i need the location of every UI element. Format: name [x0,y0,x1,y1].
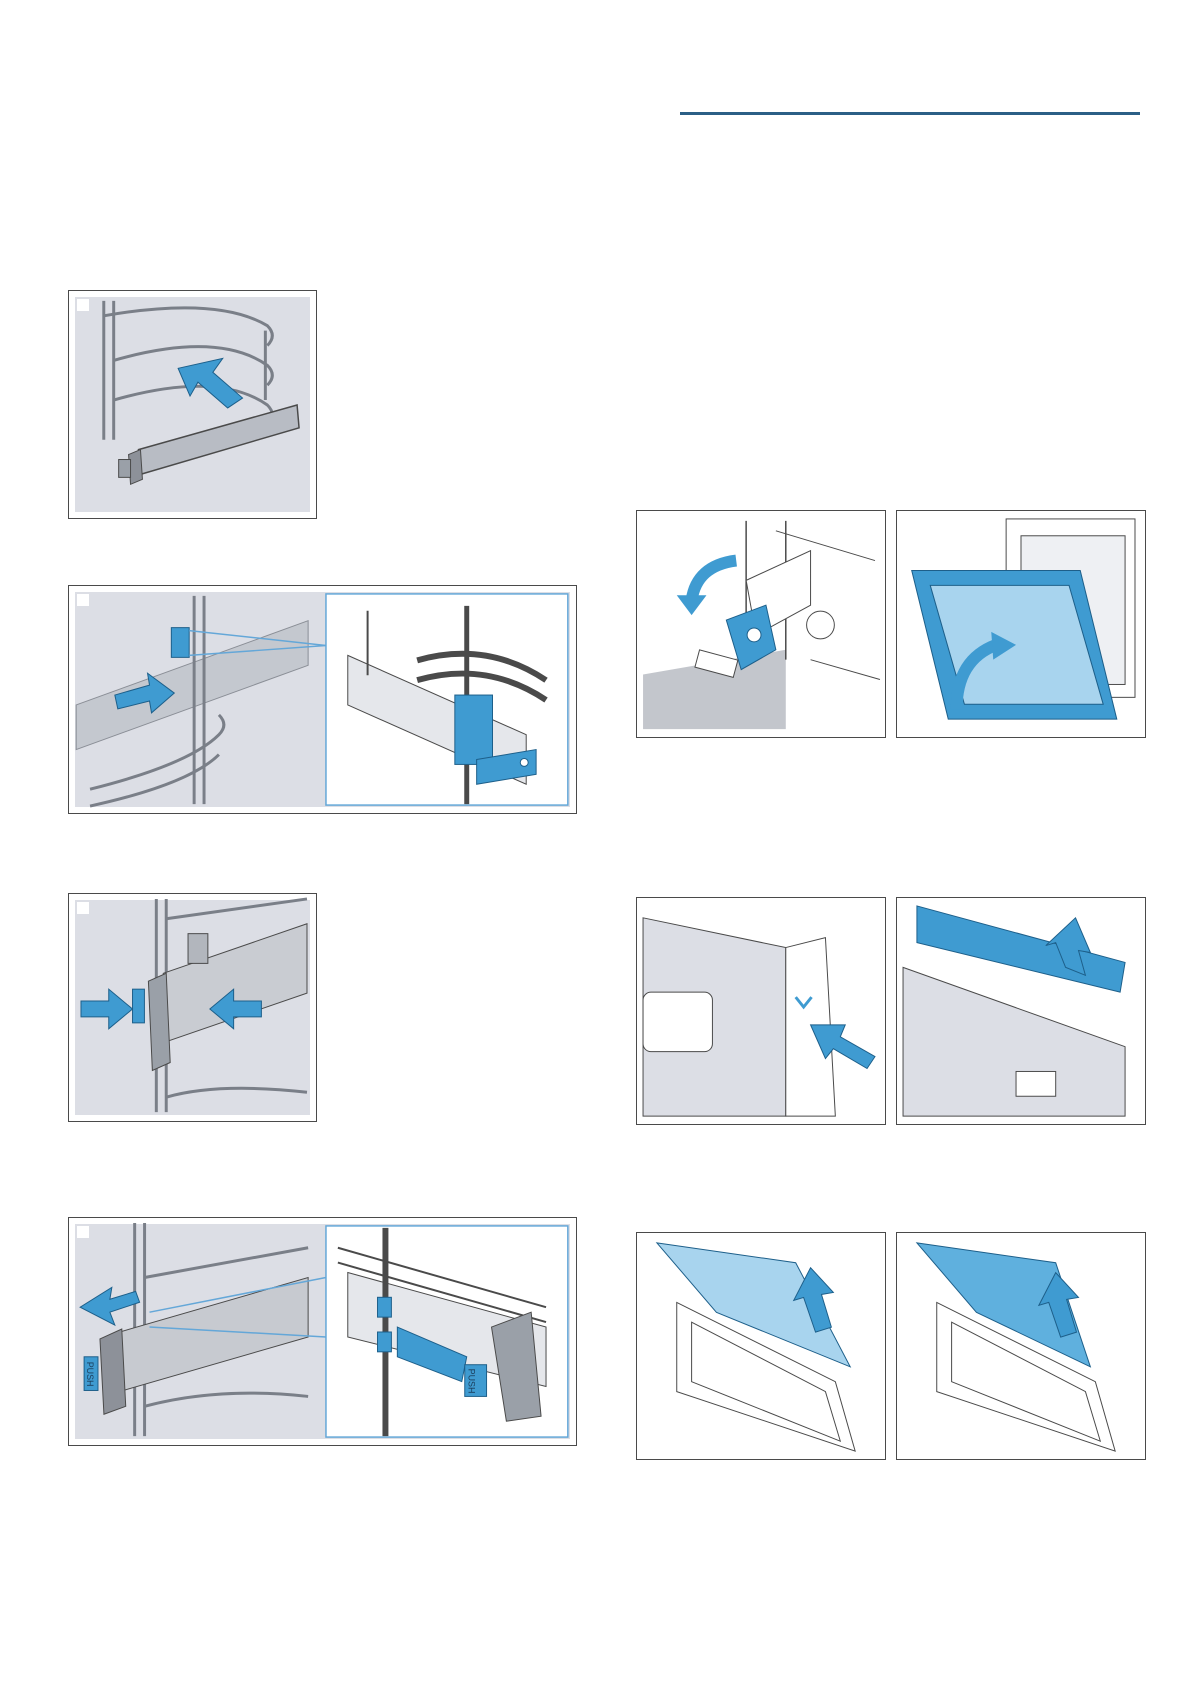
insert-arrow-icon [178,358,242,408]
figure-rail-hook [68,585,577,814]
push-label: PUSH [85,1362,95,1387]
rotate-arrow-icon [677,561,736,616]
pull-left-arrow-icon [80,1287,139,1325]
rail-clip-illustration [69,894,316,1121]
push-left-arrow-icon [81,989,133,1029]
step-marker [77,594,89,606]
step-marker [77,299,89,311]
step-marker [77,1226,89,1238]
figure-rail-clip [68,893,317,1122]
rail-hook-illustration [69,586,576,813]
figure-hinge-lever [636,510,886,738]
step-marker [77,902,89,914]
cover-lift-illustration [897,898,1145,1124]
figure-glass-remove-2 [896,1232,1146,1460]
figure-door-press [636,897,886,1125]
door-fold-illustration [897,511,1145,737]
figure-glass-remove [636,1232,886,1460]
push-label: PUSH [467,1369,477,1394]
header-rule [680,112,1140,115]
door-press-illustration [637,898,885,1124]
figure-rail-release: PUSH PUSH [68,1217,577,1446]
figure-door-fold [896,510,1146,738]
glass-remove-2-illustration [897,1233,1145,1459]
rail-release-illustration: PUSH PUSH [69,1218,576,1445]
glass-remove-illustration [637,1233,885,1459]
rail-insert-illustration [69,291,316,518]
hinge-lever-illustration [637,511,885,737]
figure-rail-insert [68,290,317,519]
figure-cover-lift [896,897,1146,1125]
